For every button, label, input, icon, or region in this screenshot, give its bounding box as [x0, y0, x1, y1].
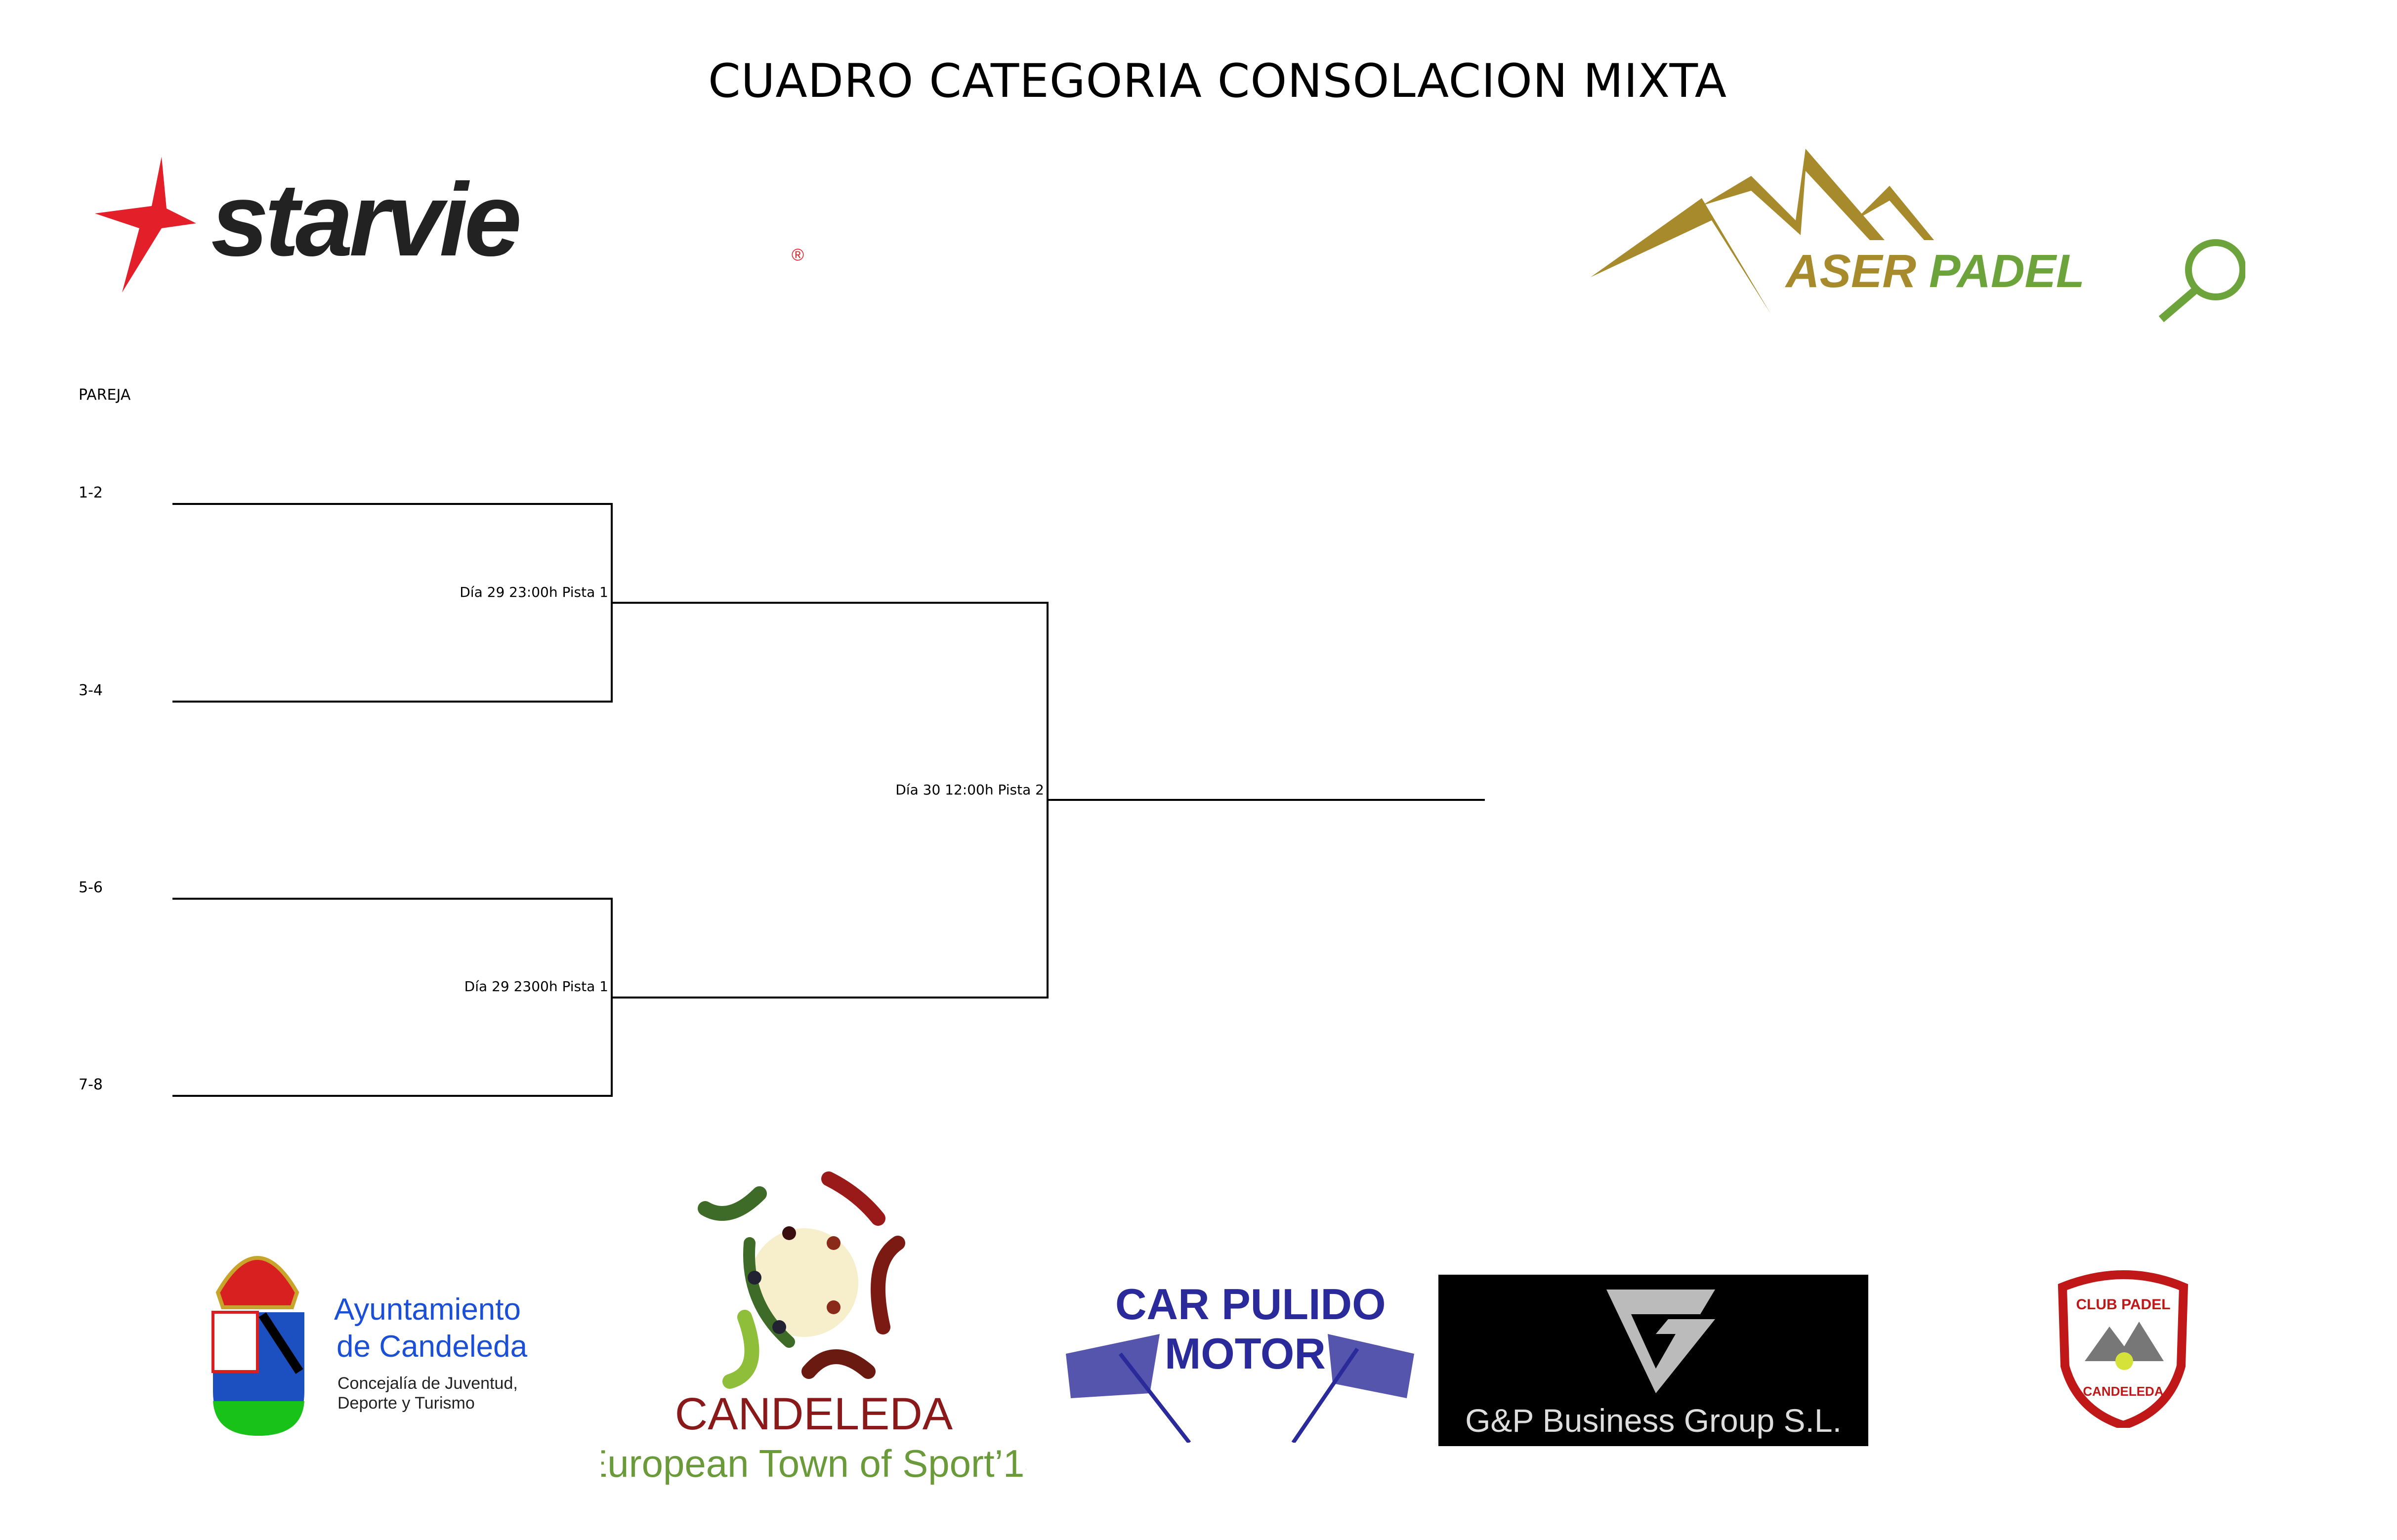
padel-racket-icon: [2185, 239, 2245, 300]
bracket-line: [1047, 799, 1485, 801]
g-emblem-icon: [1606, 1290, 1715, 1393]
svg-text:CANDELEDA: CANDELEDA: [2083, 1384, 2163, 1399]
svg-text:MOTOR: MOTOR: [1165, 1329, 1326, 1378]
candeleda-sport-logo: CANDELEDA European Town of Sport’18: [601, 1171, 1026, 1485]
svg-text:G&P Business Group S.L.: G&P Business Group S.L.: [1465, 1402, 1842, 1439]
padel-ball-icon: [2115, 1352, 2133, 1370]
star-icon: [95, 157, 196, 292]
bracket-line: [611, 997, 1049, 999]
aserpadel-logo: ASER PADEL: [1591, 149, 2245, 323]
bracket-line: [172, 898, 613, 900]
svg-text:®: ®: [792, 246, 804, 264]
car-pulido-motor-logo: CAR PULIDO MOTOR: [1066, 1280, 1414, 1443]
match-label: Día 29 2300h Pista 1: [464, 978, 608, 995]
ayuntamiento-logo: Ayuntamiento de Candeleda Concejalía de …: [211, 1256, 528, 1436]
svg-text:Ayuntamiento: Ayuntamiento: [334, 1292, 521, 1327]
svg-text:Concejalía de Juventud,: Concejalía de Juventud,: [337, 1374, 518, 1393]
svg-text:ASER: ASER: [1785, 245, 1916, 297]
pair-label: 1-2: [79, 484, 103, 501]
club-padel-candeleda-logo: CLUB PADEL CANDELEDA: [2058, 1270, 2188, 1428]
checkered-flag-icon: [1291, 1334, 1414, 1443]
starvie-logo: starvie ®: [95, 157, 804, 292]
svg-text:European Town of Sport’18: European Town of Sport’18: [601, 1442, 1026, 1485]
crown-icon: [215, 1256, 299, 1309]
page-title: CUADRO CATEGORIA CONSOLACION MIXTA: [708, 54, 1727, 108]
bracket-line: [172, 503, 613, 505]
gp-business-group-logo: G&P Business Group S.L.: [1438, 1275, 1868, 1446]
svg-text:CANDELEDA: CANDELEDA: [675, 1389, 953, 1439]
svg-text:de Candeleda: de Candeleda: [336, 1330, 528, 1364]
checkered-flag-icon: [1066, 1334, 1191, 1443]
match-label: Día 29 23:00h Pista 1: [460, 584, 608, 600]
bracket-line: [172, 1095, 613, 1097]
svg-text:CLUB PADEL: CLUB PADEL: [2076, 1296, 2170, 1313]
svg-text:CAR PULIDO: CAR PULIDO: [1115, 1280, 1386, 1329]
pareja-header: PAREJA: [79, 386, 131, 404]
bracket-line: [611, 602, 1049, 604]
pair-label: 3-4: [79, 682, 103, 699]
bracket-line: [172, 701, 613, 703]
pair-label: 7-8: [79, 1076, 103, 1093]
match-label: Día 30 12:00h Pista 2: [895, 782, 1044, 798]
pair-label: 5-6: [79, 879, 103, 896]
svg-text:PADEL: PADEL: [1929, 245, 2085, 297]
svg-text:Deporte y Turismo: Deporte y Turismo: [337, 1394, 475, 1413]
svg-text:starvie: starvie: [211, 162, 519, 278]
